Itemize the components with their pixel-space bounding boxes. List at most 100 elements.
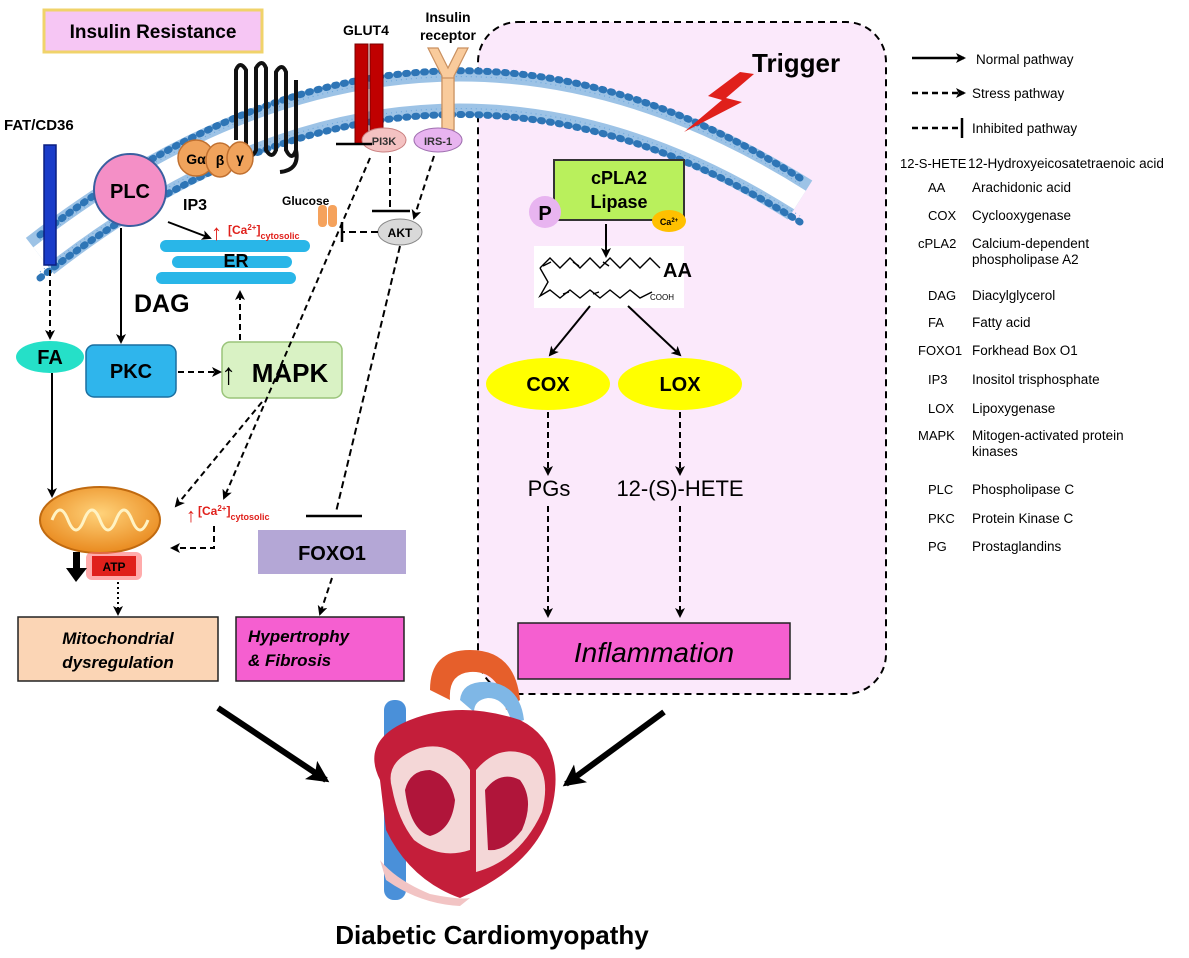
g-alpha-label: Gα (186, 151, 206, 167)
glucose-label: Glucose (282, 194, 330, 208)
mito-dysregulation-line1: Mitochondrial (62, 629, 175, 648)
ca-up-arrow-1: ↑ (211, 220, 222, 245)
glucose-icon (318, 205, 337, 227)
plc-node (93, 153, 167, 227)
calcium-node (652, 210, 686, 232)
phospho-node (529, 196, 561, 228)
plc-label: PLC (110, 181, 150, 203)
legend-definition: Protein Kinase C (972, 511, 1074, 526)
legend-normal-label: Normal pathway (976, 52, 1074, 67)
arrow-left-to-heart (216, 705, 330, 783)
aa-structure (538, 257, 661, 299)
inflammation-label: Inflammation (574, 637, 734, 668)
hypertrophy-line2: & Fibrosis (248, 651, 331, 670)
cpla2-line2: Lipase (590, 192, 647, 212)
phospho-label: P (538, 203, 551, 225)
foxo1-label: FOXO1 (298, 543, 366, 565)
arrow-plc-er (167, 221, 212, 240)
mapk-up-arrow: ↑ (221, 358, 236, 391)
arrow-pi3k-ca (222, 157, 371, 500)
heart-icon (374, 650, 556, 906)
legend-definition: Fatty acid (972, 315, 1031, 330)
legend-abbr: PKC (928, 511, 955, 526)
g-gamma-subunit (226, 141, 254, 175)
inhibit-akt-foxo1 (335, 245, 401, 513)
atp-down-arrow (66, 552, 87, 582)
cooh-label: COOH (650, 293, 674, 302)
ip3-label: IP3 (183, 197, 207, 214)
legend-inhibited-label: Inhibited pathway (972, 121, 1077, 136)
gpcr-receptor (234, 61, 299, 174)
legend-definition: Cyclooxygenase (972, 208, 1072, 223)
cox-node (486, 358, 610, 410)
insulin-receptor-label-line1: Insulin (425, 9, 470, 25)
legend-abbr: FA (928, 315, 944, 330)
arrow-ca-mito (170, 526, 215, 553)
legend-definition: Calcium-dependent phospholipase A2 (972, 236, 1090, 267)
hypertrophy-box (235, 616, 405, 682)
arrow-irs-akt (411, 155, 435, 220)
er-label: ER (223, 251, 248, 271)
er-organelle (156, 240, 310, 284)
arrow-aa-cox (548, 305, 591, 357)
irs1-node (413, 127, 463, 153)
legend-definition: Mitogen-activated protein kinases (972, 428, 1124, 459)
arrow-mapk-ca (174, 401, 263, 508)
hete-label: 12-(S)-HETE (616, 476, 743, 501)
foxo1-node (258, 530, 406, 574)
mitochondrion-cristae (50, 508, 150, 532)
glut4-left-bar (354, 43, 369, 145)
title-text: Insulin Resistance (70, 22, 237, 43)
outcome-label: Diabetic Cardiomyopathy (335, 920, 649, 950)
arrow-aa-lox (627, 305, 682, 357)
hypertrophy-line1: Hypertrophy (248, 627, 351, 646)
insulin-receptor (427, 47, 469, 131)
legend-definition: Diacylglycerol (972, 288, 1056, 303)
trigger-label: Trigger (752, 48, 840, 78)
legend-abbr: PLC (928, 482, 954, 497)
legend-definition: 12-Hydroxyeicosatetraenoic acid (968, 156, 1164, 171)
mapk-node (221, 341, 343, 399)
mito-dysregulation-box (17, 616, 219, 682)
legend-abbr: FOXO1 (918, 343, 963, 358)
atp-box (92, 556, 136, 576)
legend-definition: Prostaglandins (972, 539, 1062, 554)
fa-node (16, 341, 84, 373)
mito-dysregulation-line2: dysregulation (62, 653, 173, 672)
akt-label: AKT (388, 226, 413, 240)
legend-definition: Forkhead Box O1 (972, 343, 1078, 358)
arrow-foxo1-hypertrophy (317, 577, 333, 616)
calcium-label: Ca2+ (660, 217, 679, 227)
cpla2-line1: cPLA2 (591, 168, 647, 188)
legend-abbr: PG (928, 539, 947, 554)
lox-node (618, 358, 742, 410)
legend-abbr: 12-S-HETE (900, 156, 967, 171)
ca-up-arrow-2: ↑ (186, 505, 196, 527)
aa-label: AA (663, 260, 692, 282)
dag-label: DAG (134, 290, 190, 318)
ca-cytosolic-label-2: [Ca2+]cytosolic (198, 504, 269, 523)
lightning-icon (684, 72, 754, 132)
legend-abbr: AA (928, 180, 946, 195)
legend-definition: Lipoxygenase (972, 401, 1056, 416)
pkc-label: PKC (110, 361, 152, 383)
legend-stress-label: Stress pathway (972, 86, 1065, 101)
legend-abbr: LOX (928, 401, 955, 416)
legend-abbr: DAG (928, 288, 957, 303)
legend-abbr: MAPK (918, 428, 955, 443)
inflammation-box (517, 622, 791, 680)
cpla2-node (553, 159, 685, 221)
legend-abbr: cPLA2 (918, 236, 957, 251)
pi3k-label: PI3K (372, 136, 397, 148)
legend-definition: Inositol trisphosphate (972, 372, 1100, 387)
irs1-label: IRS-1 (424, 136, 452, 148)
cox-label: COX (526, 374, 570, 396)
ca-cytosolic-label-1: [Ca2+]cytosolic (228, 223, 299, 242)
legend-abbr: COX (928, 208, 957, 223)
insulin-receptor-label-line2: receptor (420, 27, 477, 43)
pkc-node (85, 344, 177, 398)
legend-definition: Phospholipase C (972, 482, 1075, 497)
mapk-label: MAPK (252, 358, 329, 388)
arrow-right-to-heart (562, 709, 666, 787)
